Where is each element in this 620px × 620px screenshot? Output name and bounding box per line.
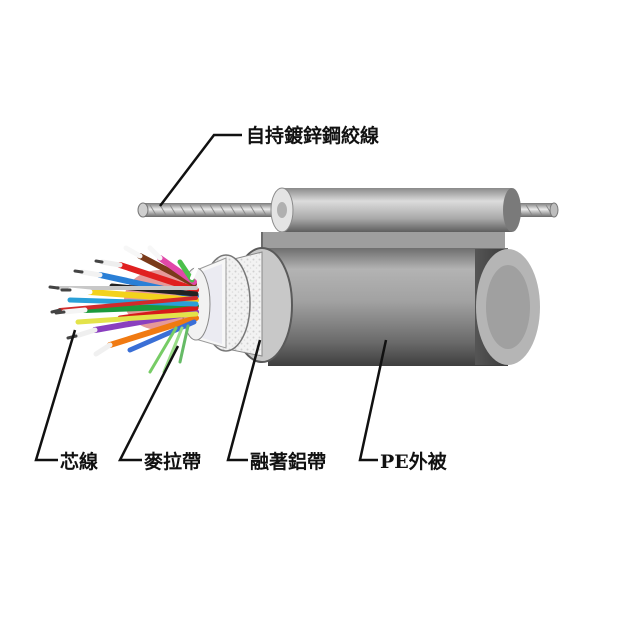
leader-lines <box>34 133 388 462</box>
label-fused-aluminum-tape: 融著鋁帶 <box>250 450 326 473</box>
label-mylar-tape: 麥拉帶 <box>143 450 201 473</box>
leader-core-wires <box>34 329 77 462</box>
core-wire-bundle <box>48 245 200 374</box>
label-pe-jacket: PE外被 <box>380 450 447 473</box>
mylar-tape-layer <box>181 257 227 349</box>
leader-aluminum-tape <box>226 339 262 462</box>
label-core-wires: 芯線 <box>60 450 98 473</box>
label-messenger-strand: 自持鍍鋅鋼絞線 <box>246 124 379 147</box>
pe-jacket-body <box>268 248 540 366</box>
leader-messenger <box>159 133 242 207</box>
messenger-strand-left <box>137 202 283 218</box>
messenger-jacket <box>270 187 521 233</box>
leader-pe-jacket <box>358 339 388 462</box>
leader-mylar-tape <box>117 345 180 462</box>
